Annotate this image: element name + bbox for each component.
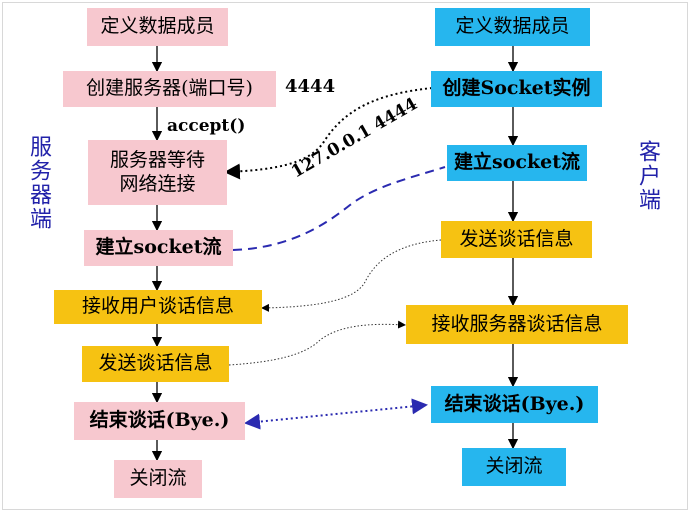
server-define-members: 定义数据成员 [87, 8, 228, 46]
server-build-socket-stream: 建立socket流 [84, 230, 233, 266]
server-close-stream: 关闭流 [114, 460, 202, 498]
server-send-message: 发送谈话信息 [82, 346, 229, 382]
client-define-members: 定义数据成员 [435, 8, 590, 46]
client-receive-message: 接收服务器谈话信息 [406, 305, 628, 344]
server-side-label: 服务器端 [26, 135, 51, 231]
server-create-server: 创建服务器(端口号) [63, 71, 276, 107]
client-send-link [261, 239, 442, 312]
client-create-socket: 创建Socket实例 [431, 71, 602, 107]
client-end-talk: 结束谈话(Bye.) [431, 386, 598, 423]
server-end-talk: 结束谈话(Bye.) [74, 402, 245, 440]
server-send-link [228, 320, 406, 366]
server-wait-connection: 服务器等待 网络连接 [88, 140, 227, 205]
socket-stream-link [232, 166, 446, 251]
client-close-stream: 关闭流 [462, 448, 566, 486]
client-send-message: 发送谈话信息 [441, 221, 592, 258]
bye-link [244, 398, 428, 430]
port-label: 4444 [285, 76, 336, 97]
accept-label: accept() [167, 116, 246, 136]
server-receive-message: 接收用户谈话信息 [54, 290, 262, 324]
client-build-socket-stream: 建立socket流 [447, 145, 587, 181]
connect-request-link [224, 87, 433, 180]
client-side-label: 客户端 [635, 140, 660, 212]
